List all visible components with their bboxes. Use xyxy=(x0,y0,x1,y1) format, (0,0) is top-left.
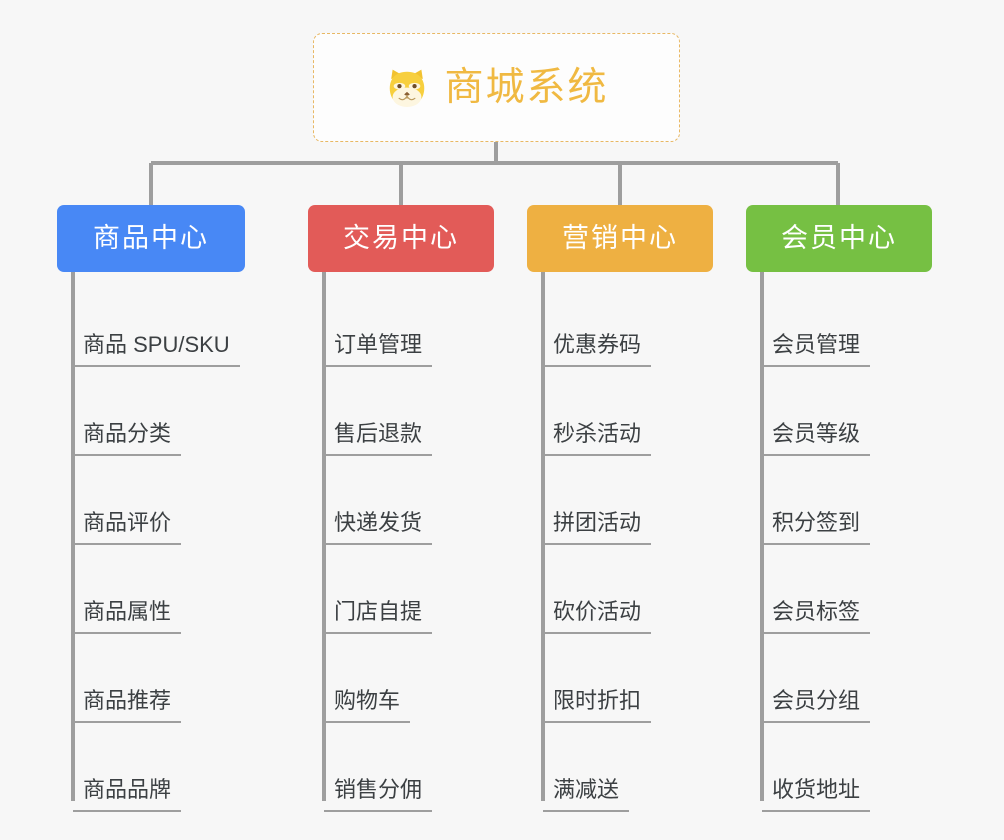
list-item[interactable]: 优惠券码 xyxy=(543,315,652,367)
column-member-center: 会员中心 会员管理 会员等级 积分签到 会员标签 会员分组 收货地址 xyxy=(746,205,932,812)
root-title: 商城系统 xyxy=(444,66,609,109)
list-item[interactable]: 会员标签 xyxy=(762,582,871,634)
category-label: 会员中心 xyxy=(781,223,897,253)
list-item-label: 售后退款 xyxy=(324,423,433,456)
list-item[interactable]: 订单管理 xyxy=(324,315,433,367)
list-item-label: 砍价活动 xyxy=(543,601,652,634)
category-header-product-center[interactable]: 商品中心 xyxy=(57,205,245,272)
category-header-marketing-center[interactable]: 营销中心 xyxy=(527,205,713,272)
list-item[interactable]: 商品推荐 xyxy=(73,671,182,723)
leaf-list-marketing-center: 优惠券码 秒杀活动 拼团活动 砍价活动 限时折扣 满减送 xyxy=(527,272,713,812)
list-item-label: 购物车 xyxy=(324,690,411,723)
list-item[interactable]: 会员管理 xyxy=(762,315,871,367)
shiba-dog-face-icon xyxy=(384,66,430,112)
list-item-label: 收货地址 xyxy=(762,779,871,812)
category-label: 营销中心 xyxy=(562,223,678,253)
leaf-list-trade-center: 订单管理 售后退款 快递发货 门店自提 购物车 销售分佣 xyxy=(308,272,494,812)
list-item-label: 商品品牌 xyxy=(73,779,182,812)
list-item[interactable]: 收货地址 xyxy=(762,760,871,812)
list-item[interactable]: 拼团活动 xyxy=(543,493,652,545)
list-item[interactable]: 快递发货 xyxy=(324,493,433,545)
category-header-member-center[interactable]: 会员中心 xyxy=(746,205,932,272)
list-item-label: 满减送 xyxy=(543,779,630,812)
list-item[interactable]: 满减送 xyxy=(543,760,630,812)
list-item[interactable]: 会员分组 xyxy=(762,671,871,723)
list-item[interactable]: 购物车 xyxy=(324,671,411,723)
column-marketing-center: 营销中心 优惠券码 秒杀活动 拼团活动 砍价活动 限时折扣 满减送 xyxy=(527,205,713,812)
list-item-label: 商品 SPU/SKU xyxy=(73,334,240,367)
list-item[interactable]: 销售分佣 xyxy=(324,760,433,812)
list-item-label: 快递发货 xyxy=(324,512,433,545)
list-item-label: 会员管理 xyxy=(762,334,871,367)
list-item[interactable]: 商品属性 xyxy=(73,582,182,634)
list-item-label: 会员标签 xyxy=(762,601,871,634)
list-item-label: 秒杀活动 xyxy=(543,423,652,456)
list-item[interactable]: 售后退款 xyxy=(324,404,433,456)
leaf-list-member-center: 会员管理 会员等级 积分签到 会员标签 会员分组 收货地址 xyxy=(746,272,932,812)
list-item-label: 优惠券码 xyxy=(543,334,652,367)
list-item-label: 销售分佣 xyxy=(324,779,433,812)
list-item-label: 限时折扣 xyxy=(543,690,652,723)
list-item-label: 商品属性 xyxy=(73,601,182,634)
list-item-label: 会员分组 xyxy=(762,690,871,723)
list-item-label: 会员等级 xyxy=(762,423,871,456)
list-item[interactable]: 秒杀活动 xyxy=(543,404,652,456)
list-item-label: 积分签到 xyxy=(762,512,871,545)
list-item[interactable]: 砍价活动 xyxy=(543,582,652,634)
list-item-label: 门店自提 xyxy=(324,601,433,634)
list-item[interactable]: 商品评价 xyxy=(73,493,182,545)
list-item[interactable]: 商品 SPU/SKU xyxy=(73,315,240,367)
list-item[interactable]: 商品分类 xyxy=(73,404,182,456)
list-item-label: 订单管理 xyxy=(324,334,433,367)
category-label: 交易中心 xyxy=(343,223,459,253)
root-node[interactable]: 商城系统 xyxy=(313,33,680,142)
leaf-list-product-center: 商品 SPU/SKU 商品分类 商品评价 商品属性 商品推荐 商品品牌 xyxy=(57,272,245,812)
list-item[interactable]: 积分签到 xyxy=(762,493,871,545)
list-item[interactable]: 商品品牌 xyxy=(73,760,182,812)
column-product-center: 商品中心 商品 SPU/SKU 商品分类 商品评价 商品属性 商品推荐 商品品牌 xyxy=(57,205,245,812)
list-item[interactable]: 门店自提 xyxy=(324,582,433,634)
list-item-label: 拼团活动 xyxy=(543,512,652,545)
list-item[interactable]: 会员等级 xyxy=(762,404,871,456)
category-header-trade-center[interactable]: 交易中心 xyxy=(308,205,494,272)
list-item-label: 商品评价 xyxy=(73,512,182,545)
list-item[interactable]: 限时折扣 xyxy=(543,671,652,723)
column-trade-center: 交易中心 订单管理 售后退款 快递发货 门店自提 购物车 销售分佣 xyxy=(308,205,494,812)
list-item-label: 商品分类 xyxy=(73,423,182,456)
category-label: 商品中心 xyxy=(93,223,209,253)
list-item-label: 商品推荐 xyxy=(73,690,182,723)
